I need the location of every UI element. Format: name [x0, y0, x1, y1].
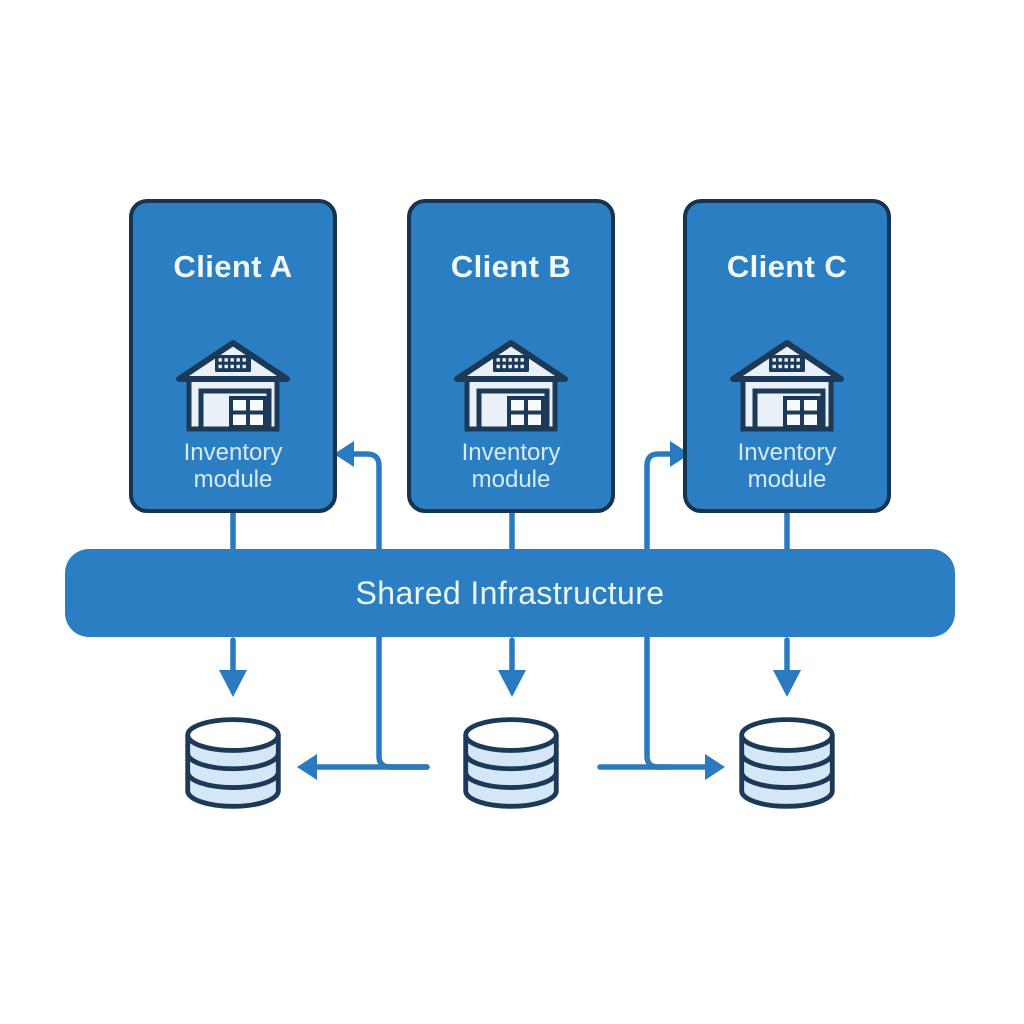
- client-c-card: Client C Inventory module: [683, 199, 891, 513]
- warehouse-icon: [454, 340, 568, 432]
- client-b-title: Client B: [450, 249, 572, 284]
- client-a-card: Client A Inventory module: [129, 199, 337, 513]
- client-b-module-label: Inventory module: [461, 439, 561, 494]
- client-c-module-label: Inventory module: [737, 439, 837, 494]
- client-a-module-label: Inventory module: [183, 439, 283, 494]
- client-a-title: Client A: [173, 249, 293, 284]
- database-icon: [463, 717, 559, 809]
- client-b-card: Client B Inventory module: [407, 199, 615, 513]
- arrowhead-into-client-a: [334, 441, 354, 467]
- arrowhead-down-db-c: [773, 670, 801, 697]
- warehouse-icon: [730, 340, 844, 432]
- shared-infrastructure-bar: Shared Infrastructure: [65, 549, 955, 637]
- database-icon: [185, 717, 281, 809]
- arrowhead-down-db-a: [219, 670, 247, 697]
- warehouse-icon: [176, 340, 290, 432]
- arrowhead-into-db-a: [297, 754, 317, 780]
- arrowhead-into-db-c: [705, 754, 725, 780]
- arrowhead-into-client-c: [670, 441, 690, 467]
- shared-infrastructure-label: Shared Infrastructure: [355, 574, 665, 611]
- arrowhead-down-db-b: [498, 670, 526, 697]
- client-c-title: Client C: [726, 249, 848, 284]
- database-icon: [739, 717, 835, 809]
